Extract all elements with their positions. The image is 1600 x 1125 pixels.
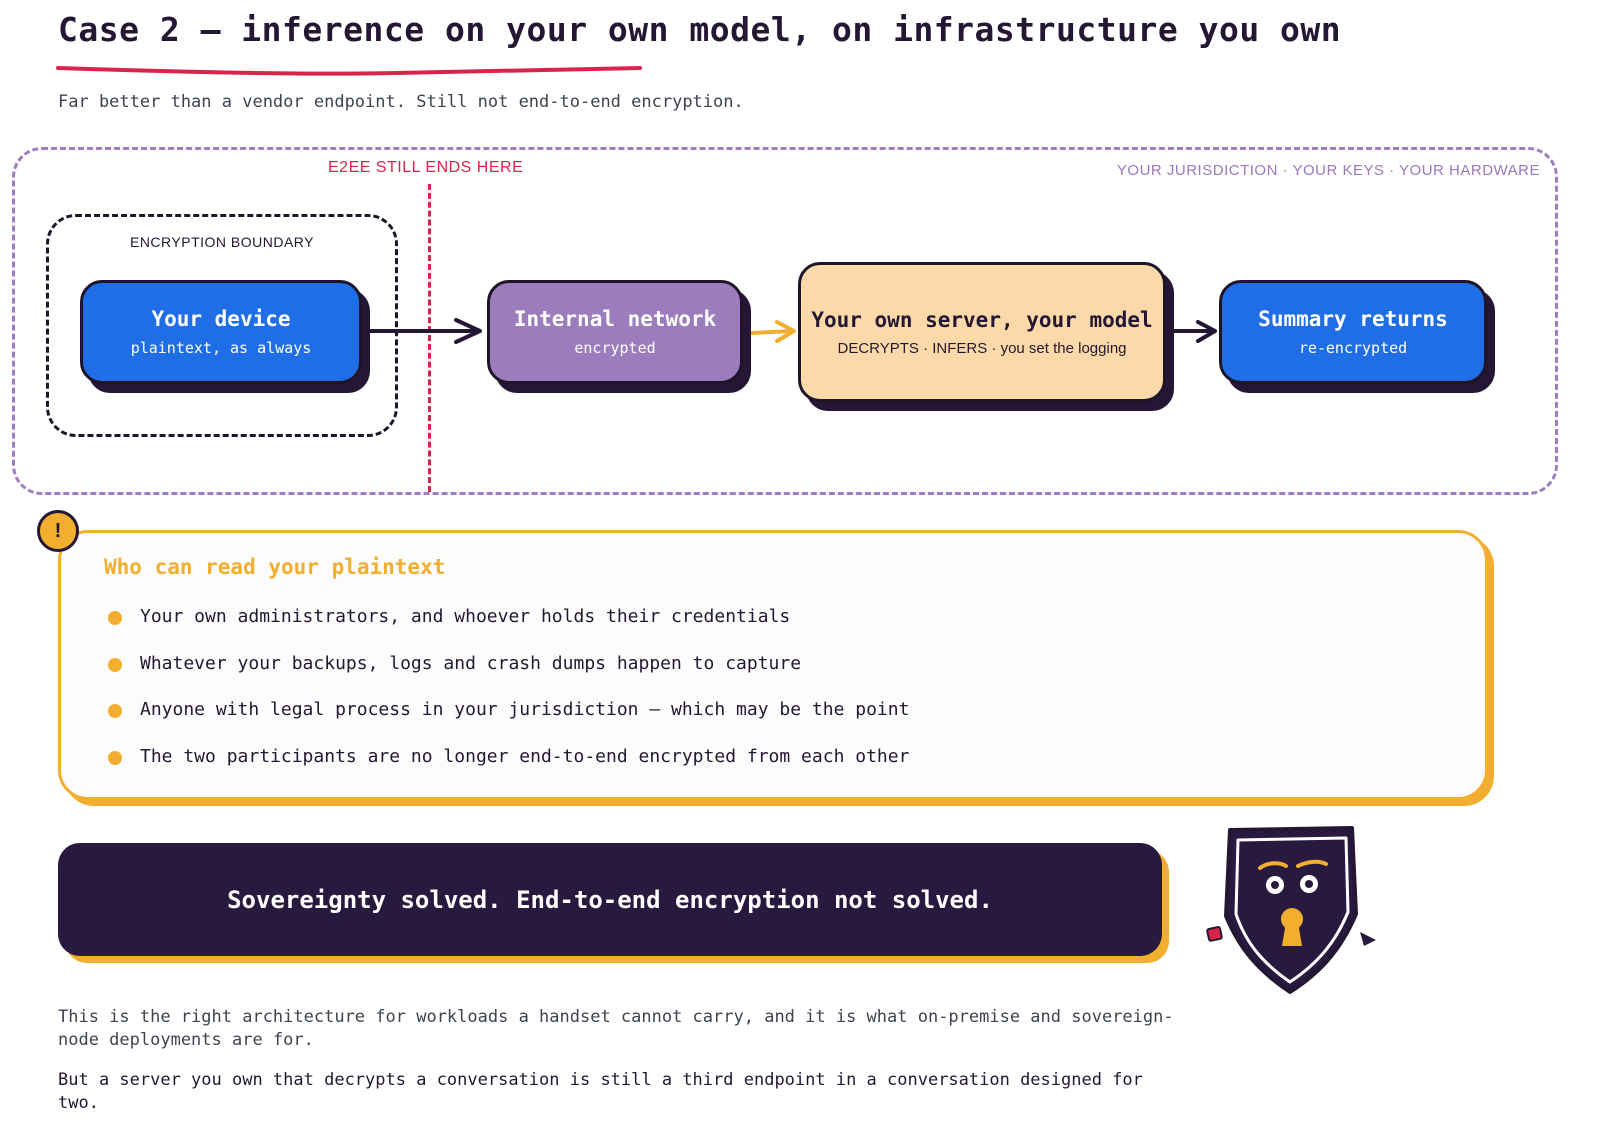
shield-mascot-icon — [1206, 826, 1376, 994]
node-title: Your own server, your model — [811, 307, 1153, 332]
banner-text: Sovereignty solved. End-to-end encryptio… — [227, 885, 993, 914]
node-subtitle: encrypted — [574, 339, 656, 357]
node-subtitle: plaintext, as always — [130, 339, 312, 357]
body-paragraph-2: But a server you own that decrypts a con… — [58, 1070, 1143, 1113]
list-item: The two participants are no longer end-t… — [108, 744, 909, 791]
node-title: Internal network — [513, 307, 717, 331]
bullet-icon — [108, 750, 122, 765]
list-item: Your own administrators, and whoever hol… — [108, 604, 909, 651]
node-subtitle: re-encrypted — [1298, 339, 1408, 357]
callout-title: Who can read your plaintext — [104, 555, 446, 579]
list-item-text: Your own administrators, and whoever hol… — [140, 606, 791, 627]
page-title: Case 2 – inference on your own model, on… — [58, 10, 1342, 49]
list-item: Whatever your backups, logs and crash du… — [108, 651, 909, 698]
bullet-icon — [108, 704, 122, 718]
warning-icon: ! — [37, 510, 79, 552]
node-internal-network: Internal network encrypted — [487, 280, 743, 384]
node-title: Summary returns — [1258, 307, 1448, 331]
e2ee-label: E2EE STILL ENDS HERE — [328, 159, 524, 176]
arrow-server-to-summary — [1171, 320, 1217, 343]
region-tags: YOUR JURISDICTION · YOUR KEYS · YOUR HAR… — [1116, 162, 1540, 179]
bullet-icon — [108, 657, 122, 672]
encryption-boundary — [46, 214, 398, 437]
node-own-server: Your own server, your model DECRYPTS · I… — [798, 262, 1166, 402]
conclusion-banner: Sovereignty solved. End-to-end encryptio… — [58, 843, 1162, 956]
page-subtitle: Far better than a vendor endpoint. Still… — [58, 92, 744, 112]
plaintext-readers-callout — [58, 530, 1488, 800]
title-underline — [56, 66, 642, 76]
callout-list: Your own administrators, and whoever hol… — [108, 604, 909, 790]
list-item-text: Whatever your backups, logs and crash du… — [140, 652, 802, 674]
node-your-device: Your device plaintext, as always — [80, 280, 362, 384]
list-item: Anyone with legal process in your jurisd… — [108, 697, 909, 744]
node-subtitle: DECRYPTS · INFERS · you set the logging — [837, 339, 1127, 357]
bullet-icon — [108, 611, 122, 625]
node-summary-returns: Summary returns re-encrypted — [1219, 280, 1487, 384]
encryption-boundary-label: ENCRYPTION BOUNDARY — [129, 234, 314, 250]
e2ee-boundary-line — [428, 184, 431, 492]
arrow-network-to-server — [750, 320, 796, 343]
node-title: Your device — [151, 307, 291, 331]
jurisdiction-region — [12, 147, 1558, 495]
list-item-text: Anyone with legal process in your jurisd… — [140, 699, 910, 720]
arrow-device-to-network — [364, 318, 482, 344]
body-paragraph-1: This is the right architecture for workl… — [58, 1007, 1174, 1050]
list-item-text: The two participants are no longer end-t… — [140, 745, 910, 767]
